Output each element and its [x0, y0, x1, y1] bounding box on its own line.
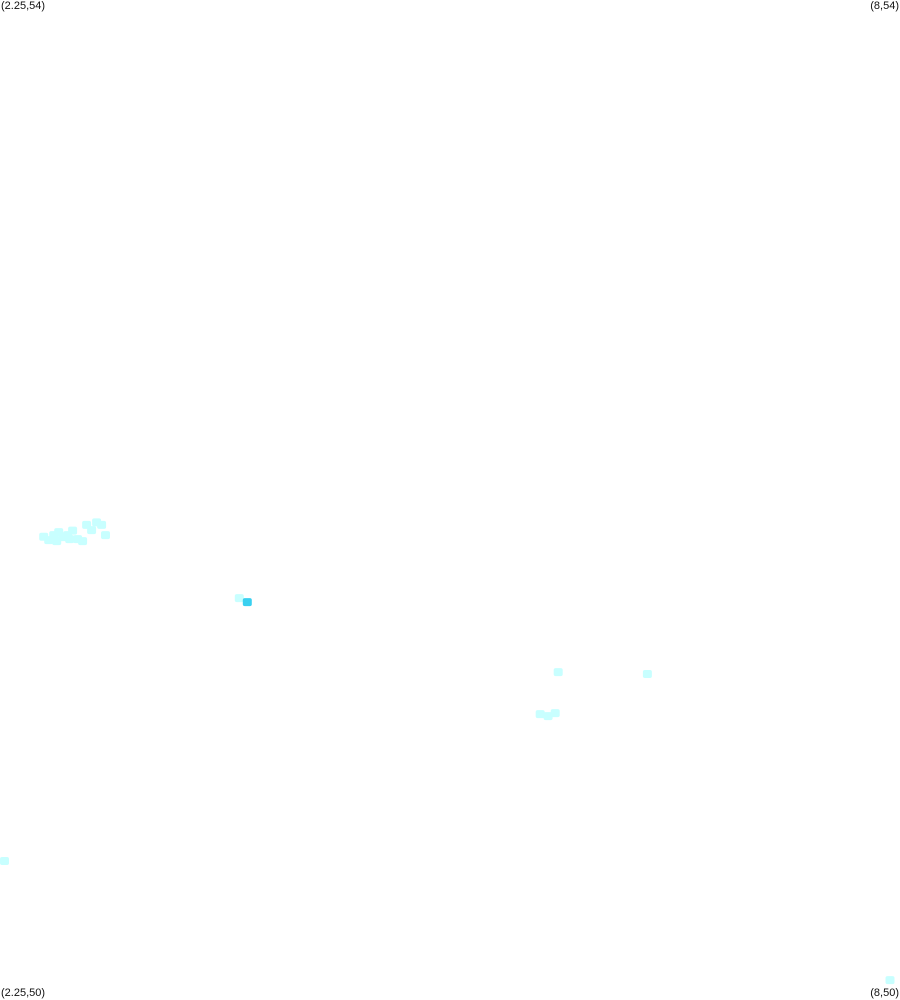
data-cell [553, 668, 563, 677]
data-cell [97, 520, 107, 529]
corner-label-bottom-right: (8,50) [870, 987, 899, 999]
data-cell-layer [0, 518, 895, 985]
data-cell [68, 526, 78, 535]
data-cell [65, 535, 75, 544]
data-cell [642, 670, 652, 678]
data-cell [550, 709, 560, 718]
data-cell [543, 712, 553, 721]
data-cell [535, 710, 545, 719]
data-cell [87, 526, 97, 535]
data-cell [885, 976, 895, 985]
data-cell [78, 537, 88, 546]
corner-label-top-left: (2.25,54) [1, 0, 46, 12]
corner-label-top-right: (8,54) [870, 0, 899, 12]
data-cell [0, 857, 9, 865]
data-cell [101, 531, 110, 540]
data-cell [52, 537, 62, 546]
data-cell [242, 598, 252, 607]
data-cell [234, 594, 244, 603]
corner-label-bottom-left: (2.25,50) [1, 987, 46, 999]
